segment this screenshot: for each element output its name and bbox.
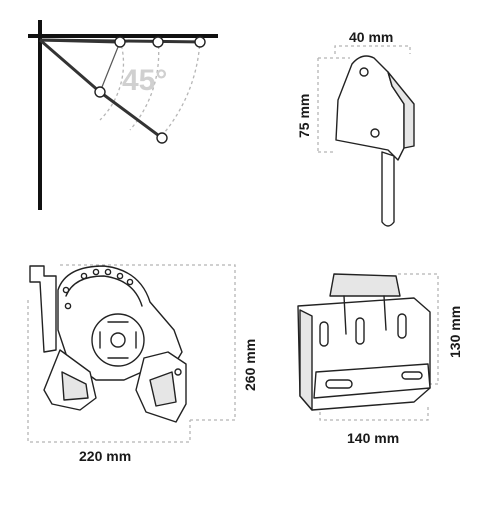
bracket-height-label: 75 mm [296,94,312,138]
plate-width-label: 140 mm [347,430,399,446]
arm-joint-4 [152,36,164,48]
mount-hook [29,265,57,353]
arm-height-label: 260 mm [242,339,258,391]
small-bracket: 40 mm 75 mm [296,29,415,227]
plate-dimension-guides [319,273,439,421]
plate-slot-3 [397,313,407,339]
bracket-hole-top [359,67,369,77]
arm-mechanism: 260 mm 220 mm [27,264,258,464]
bracket-tab [381,151,395,227]
arm-dimension-guides [27,264,236,443]
plate-front-edge [299,309,313,411]
opened-arm-inner [39,38,119,44]
lower-bracket-shade [61,371,89,401]
bracket-hole-bottom [370,128,380,138]
arm-joint-1 [94,86,106,98]
plate-hinge [343,295,387,335]
opened-arm-lower [99,90,163,140]
bracket-height-guides [317,57,350,153]
plate-slot-5 [401,371,423,380]
arm-end-pin [174,368,182,376]
bracket-width-label: 40 mm [349,29,393,45]
gear-holes [62,268,134,310]
plate-slot-1 [319,321,329,347]
plate-slot-2 [355,317,365,345]
angle-label: 45° [122,64,167,97]
rotation-disc-hub [110,332,126,348]
housing-inner-rim [65,275,143,307]
opened-arm-upper [39,38,101,94]
mounting-plate: 130 mm 140 mm [297,273,463,446]
arm-end-shade [149,371,177,407]
plate-bracket-lip [313,363,431,399]
arm-joint-2 [156,132,168,144]
arm-joint-5 [194,36,206,48]
plate-height-label: 130 mm [447,306,463,358]
arm-joint-3 [114,36,126,48]
bracket-plate [335,55,405,161]
plate-slot-4 [325,379,353,389]
plate-top-tab [329,273,401,297]
opening-angle-view: 45° [28,20,218,210]
opened-arm-brace [99,41,121,93]
bracket-width-guides [334,45,411,54]
angle-arc-guides [99,39,201,141]
bracket-side [387,71,415,149]
arm-width-label: 220 mm [79,448,131,464]
